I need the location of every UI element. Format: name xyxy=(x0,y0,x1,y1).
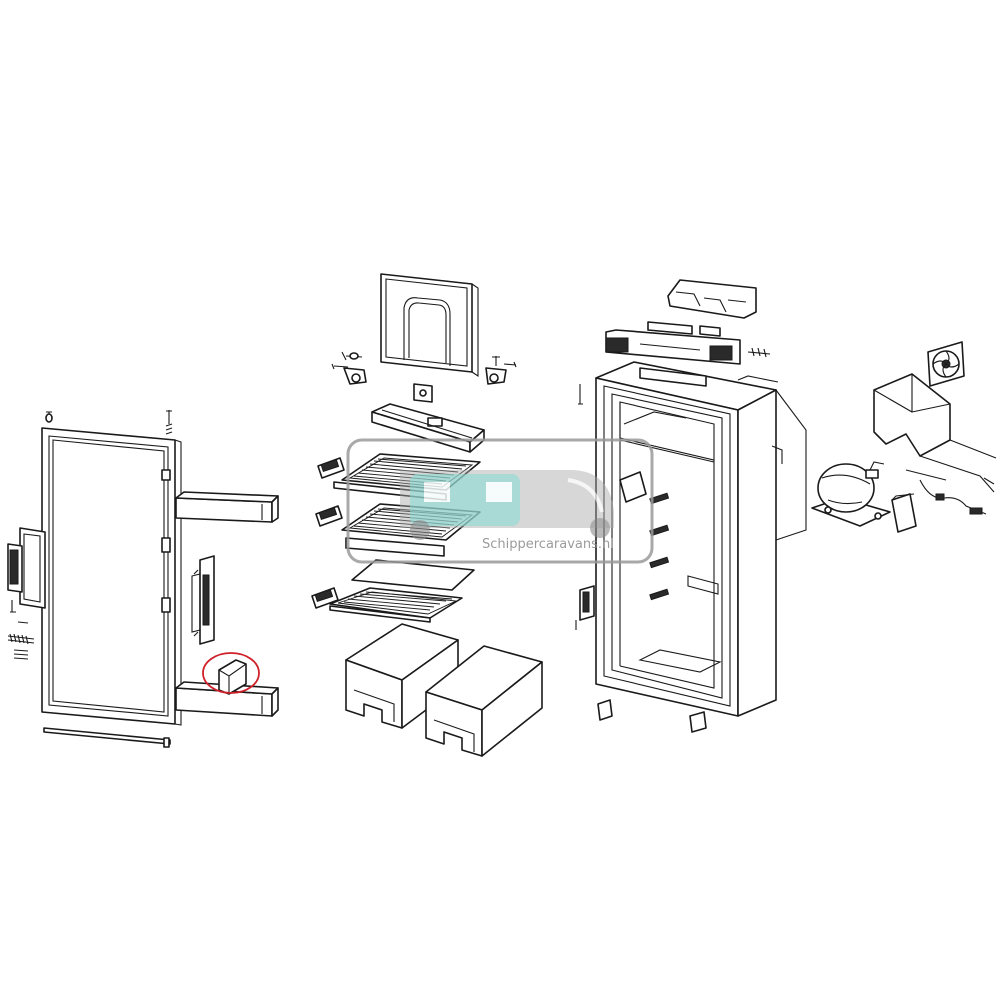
highlight-circle xyxy=(202,652,260,694)
cabinet-assembly xyxy=(575,279,807,733)
glass-shelf xyxy=(351,559,475,591)
compressor xyxy=(811,461,891,527)
watermark-frame xyxy=(346,438,654,564)
shelf-supports xyxy=(311,457,345,609)
cooling-assembly xyxy=(811,341,997,533)
freezer-door-hinges xyxy=(331,351,517,385)
bottle-retainer xyxy=(191,555,215,645)
freezer-tray xyxy=(371,403,485,453)
wiring xyxy=(905,469,995,515)
door-hinge-screws xyxy=(45,410,173,435)
relay-box xyxy=(891,493,917,533)
door-handle xyxy=(7,527,46,609)
door-gasket-strip xyxy=(43,727,171,748)
fan xyxy=(927,341,965,387)
door-bin-clip xyxy=(202,652,260,695)
watermark: Schippercaravans.nl xyxy=(346,438,654,564)
freezer-door xyxy=(380,273,479,403)
caravan-van-logo xyxy=(400,470,614,540)
cabinet-feet xyxy=(597,699,707,733)
interior-assembly xyxy=(311,273,543,757)
watermark-text: Schippercaravans.nl xyxy=(482,537,614,552)
door-panel xyxy=(41,427,182,726)
compressor-cover xyxy=(873,373,997,493)
cabinet xyxy=(595,361,807,717)
crisper-drawers xyxy=(345,623,543,757)
door-springs xyxy=(7,600,35,660)
cabinet-hinges xyxy=(575,384,783,630)
control-panel-housing xyxy=(605,279,771,365)
door-assembly xyxy=(7,410,279,748)
